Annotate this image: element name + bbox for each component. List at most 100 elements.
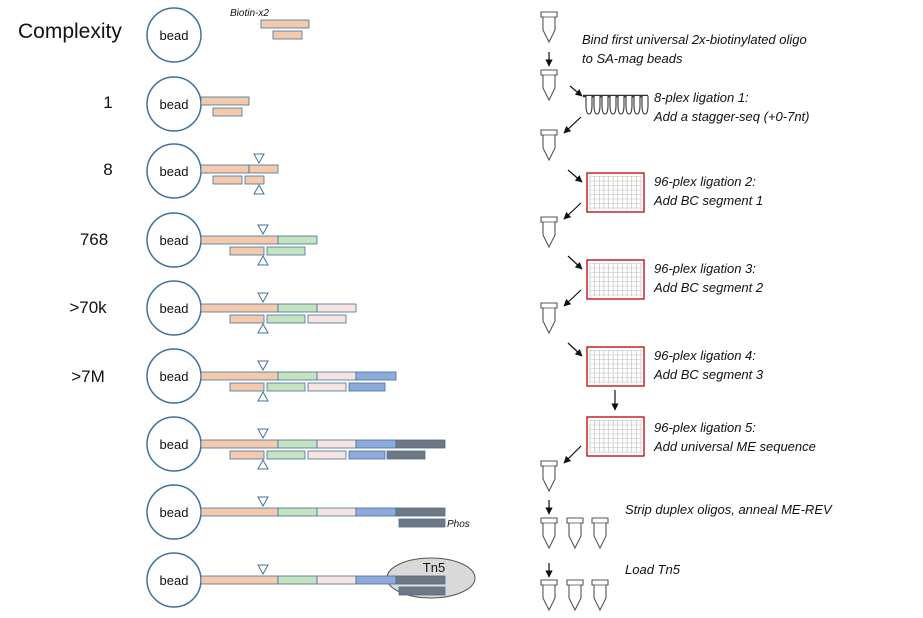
- bead-circle: [146, 7, 202, 63]
- bead-label: bead: [160, 97, 189, 112]
- ligation-junction-marker-bottom: [257, 322, 269, 334]
- bead-label: bead: [160, 301, 189, 316]
- tube-icon: [540, 216, 558, 249]
- ligation-junction-marker-top: [257, 428, 269, 440]
- step-5-line-1: 96-plex ligation 4:: [654, 348, 756, 363]
- oligo-segment-green: [266, 382, 306, 392]
- complexity-level-2: 8: [103, 160, 112, 179]
- tube-icon: [566, 517, 584, 550]
- ligation-junction-marker-top: [257, 360, 269, 372]
- tube-icon: [540, 129, 558, 162]
- oligo-segment-salmon: [200, 303, 279, 313]
- oligo-segment-green: [277, 371, 318, 381]
- bead-row-1: bead: [146, 76, 250, 132]
- ligation-junction-marker-top: [257, 224, 269, 236]
- step-4-line-2: Add BC segment 2: [653, 280, 764, 295]
- step-1-line-1: Bind first universal 2x-biotinylated oli…: [582, 32, 807, 47]
- oligo-segment-pink: [307, 450, 347, 460]
- biotin-label: Biotin-x2: [230, 8, 269, 19]
- step-3-line-2: Add BC segment 1: [653, 193, 763, 208]
- oligo-segment-gray: [386, 450, 426, 460]
- eight-strip-tubes-icon: [583, 94, 649, 115]
- tube-icon: [540, 579, 558, 612]
- bead-row-6: bead: [146, 416, 446, 472]
- oligo-segment-pink: [307, 382, 347, 392]
- oligo-segment-green: [266, 314, 306, 324]
- bead-row-4: bead: [146, 280, 357, 336]
- oligo-segment-salmon: [200, 507, 279, 517]
- complexity-level-4: >70k: [69, 298, 107, 317]
- oligo-segment-salmon: [229, 314, 265, 324]
- oligo-segment-gray: [395, 575, 446, 585]
- ligation-junction-marker-top: [257, 496, 269, 508]
- step-6-line-2: Add universal ME sequence: [653, 439, 816, 454]
- ligation-junction-marker-bottom: [257, 458, 269, 470]
- oligo-segment-salmon: [200, 235, 279, 245]
- bead-label: bead: [160, 164, 189, 179]
- oligo-segment-salmon: [229, 246, 265, 256]
- oligo-segment-pink: [316, 439, 357, 449]
- bead-row-7: bead Phos: [146, 484, 470, 540]
- complexity-level-5: >7M: [71, 367, 105, 386]
- flow-arrow: [567, 255, 583, 270]
- flow-arrow: [563, 202, 582, 220]
- plate-96-well-icon: [586, 259, 645, 300]
- tube-icon: [540, 460, 558, 493]
- oligo-segment-salmon: [272, 30, 303, 40]
- oligo-segment-salmon: [200, 164, 250, 174]
- flow-arrow: [567, 342, 583, 357]
- oligo-segment-gray: [395, 507, 446, 517]
- flow-arrow: [569, 85, 583, 97]
- oligo-segment-green: [266, 246, 306, 256]
- ligation-junction-marker-bottom: [257, 390, 269, 402]
- oligo-segment-gray: [395, 439, 446, 449]
- oligo-segment-salmon: [200, 575, 279, 585]
- step-5-line-2: Add BC segment 3: [653, 367, 764, 382]
- step-2-line-2: Add a stagger-seq (+0-7nt): [653, 109, 810, 124]
- oligo-segment-blue: [348, 450, 386, 460]
- bead-row-5: bead: [146, 348, 397, 404]
- oligo-segment-blue: [355, 575, 397, 585]
- oligo-segment-salmon: [260, 19, 310, 29]
- oligo-segment-salmon: [229, 450, 265, 460]
- step-1-line-2: to SA-mag beads: [582, 51, 683, 66]
- oligo-segment-blue: [355, 507, 397, 517]
- oligo-segment-salmon: [200, 439, 279, 449]
- bead-label: bead: [160, 437, 189, 452]
- step-7-line-1: Strip duplex oligos, anneal ME-REV: [625, 502, 833, 517]
- plate-96-well-icon: [586, 416, 645, 457]
- bead-row-2: bead: [146, 143, 279, 199]
- oligo-segment-salmon: [248, 164, 279, 174]
- oligo-segment-pink: [316, 371, 357, 381]
- flow-arrow: [563, 445, 582, 464]
- plate-96-well-icon: [586, 346, 645, 387]
- complexity-level-1: 1: [103, 93, 112, 112]
- step-2-line-1: 8-plex ligation 1:: [654, 90, 749, 105]
- tube-icon: [566, 579, 584, 612]
- oligo-segment-green: [277, 507, 318, 517]
- step-3-line-1: 96-plex ligation 2:: [654, 174, 756, 189]
- ligation-junction-marker-top: [253, 153, 265, 165]
- bead-row-3: bead: [146, 212, 318, 268]
- oligo-segment-salmon: [200, 371, 279, 381]
- bead-label: bead: [160, 369, 189, 384]
- ligation-junction-marker-bottom: [253, 183, 265, 195]
- bead-label: bead: [160, 505, 189, 520]
- oligo-segment-salmon: [212, 175, 243, 185]
- tube-icon: [540, 517, 558, 550]
- oligo-segment-green: [266, 450, 306, 460]
- bead-row-0: bead Biotin-x2: [146, 7, 310, 63]
- me-rev-oligo: [398, 586, 446, 596]
- ligation-junction-marker-top: [257, 292, 269, 304]
- phos-label: Phos: [447, 519, 470, 530]
- flow-arrow: [567, 169, 583, 183]
- flow-arrow: [563, 289, 582, 307]
- tn5-label: Tn5: [423, 560, 445, 575]
- bead-label: bead: [160, 28, 189, 43]
- bead-row-8: bead Tn5: [146, 552, 476, 608]
- oligo-segment-salmon: [244, 175, 265, 185]
- tube-icon: [540, 11, 558, 44]
- tube-icon: [591, 517, 609, 550]
- step-6-line-1: 96-plex ligation 5:: [654, 420, 756, 435]
- tube-icon: [540, 69, 558, 102]
